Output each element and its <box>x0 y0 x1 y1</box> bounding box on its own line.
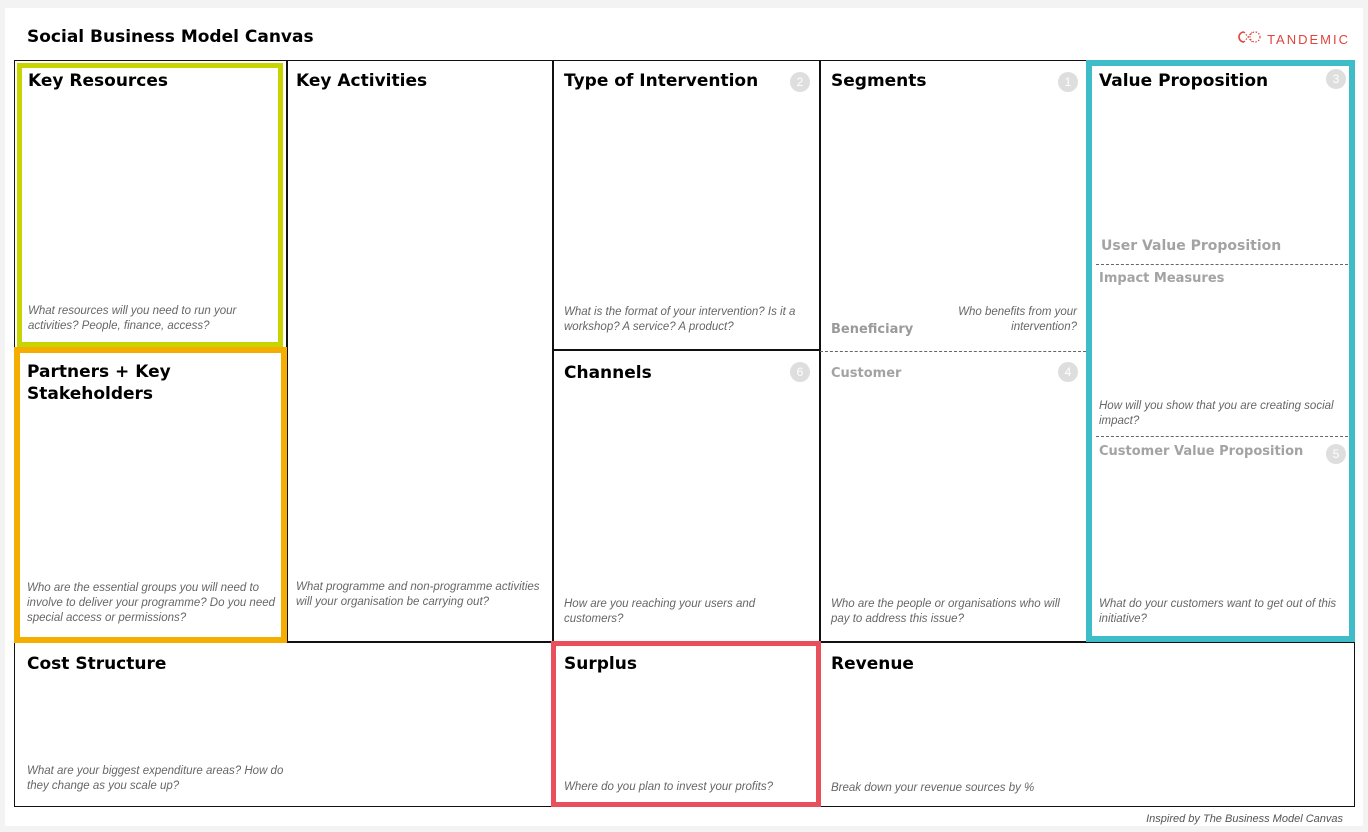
customer-hint: Who are the people or organisations who … <box>831 598 1060 625</box>
step-number-6: 6 <box>790 362 810 382</box>
step-number-2: 2 <box>790 72 810 92</box>
surplus-hint: Where do you plan to invest your profits… <box>564 781 774 793</box>
divider <box>552 60 554 807</box>
step-number-1: 1 <box>1058 72 1078 92</box>
brand-name: TANDEMIC <box>1267 32 1350 47</box>
attribution-note: Inspired by The Business Model Canvas <box>1146 813 1343 825</box>
dashed-divider <box>1096 436 1348 437</box>
revenue-title: Revenue <box>831 654 914 674</box>
surplus-highlight <box>551 641 821 807</box>
key-resources-highlight <box>17 63 283 347</box>
impact-measures-label: Impact Measures <box>1099 271 1225 286</box>
customer-label: Customer <box>831 366 902 381</box>
canvas-page <box>5 8 1363 826</box>
step-number-3: 3 <box>1326 69 1346 89</box>
page-title: Social Business Model Canvas <box>27 27 314 47</box>
customer-value-proposition-hint: What do your customers want to get out o… <box>1099 598 1337 625</box>
segments-title: Segments <box>831 71 927 91</box>
key-activities-hint: What programme and non-programme activit… <box>296 581 540 608</box>
brand: TANDEMIC <box>1235 29 1350 50</box>
value-proposition-highlight <box>1086 60 1355 642</box>
channels-title: Channels <box>564 363 652 383</box>
beneficiary-label: Beneficiary <box>831 322 914 337</box>
customer-value-proposition-label: Customer Value Proposition <box>1099 444 1304 459</box>
user-value-proposition-label: User Value Proposition <box>1101 238 1282 254</box>
surplus-title: Surplus <box>564 654 637 674</box>
dashed-divider <box>820 351 1086 352</box>
step-number-5: 5 <box>1326 444 1346 464</box>
divider <box>819 60 821 807</box>
partners-hint: Who are the essential groups you will ne… <box>27 582 276 624</box>
channels-hint: How are you reaching your users and cust… <box>564 598 756 625</box>
dashed-divider <box>1096 264 1348 265</box>
key-activities-title: Key Activities <box>296 71 428 91</box>
step-number-4: 4 <box>1058 362 1078 382</box>
type-of-intervention-hint: What is the format of your intervention?… <box>564 306 796 333</box>
beneficiary-hint: Who benefits from your intervention? <box>958 306 1077 333</box>
divider <box>552 349 820 351</box>
revenue-hint: Break down your revenue sources by % <box>831 782 1035 794</box>
key-resources-title: Key Resources <box>28 71 169 91</box>
partners-title: Partners + Key Stakeholders <box>27 362 171 404</box>
key-resources-hint: What resources will you need to run your… <box>28 305 237 332</box>
type-of-intervention-title: Type of Intervention <box>564 71 759 91</box>
partners-highlight <box>14 347 287 643</box>
cost-structure-hint: What are your biggest expenditure areas?… <box>27 765 284 792</box>
tandemic-logo-icon <box>1235 29 1261 50</box>
impact-measures-hint: How will you show that you are creating … <box>1099 400 1334 427</box>
cost-structure-title: Cost Structure <box>27 654 167 674</box>
value-proposition-title: Value Proposition <box>1099 71 1269 91</box>
